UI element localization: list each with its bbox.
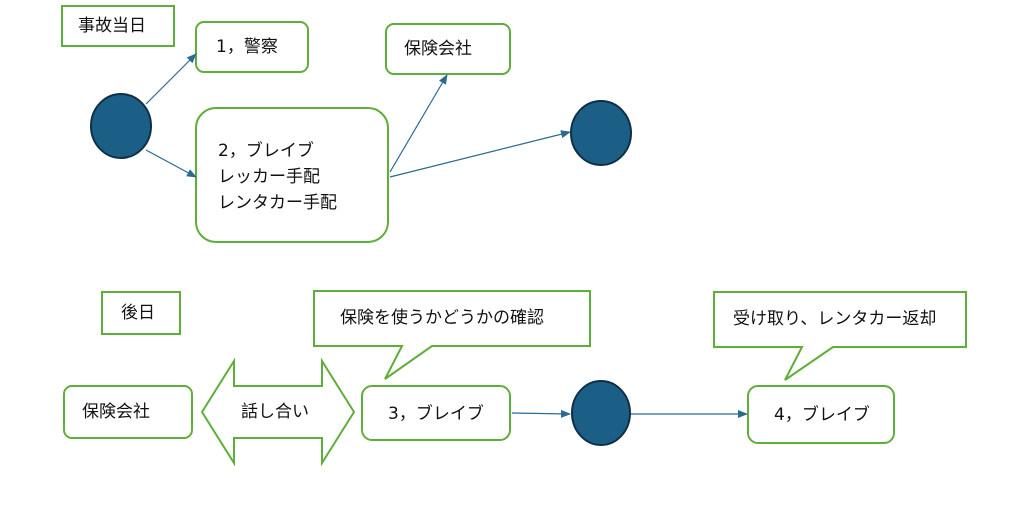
start-node: [90, 93, 152, 159]
header-day-of-accident: 事故当日: [78, 16, 146, 36]
police-box: [195, 21, 309, 73]
insurance-box-top: [385, 23, 511, 75]
arrow-to-police: [145, 53, 197, 105]
header-later-box: [101, 291, 181, 335]
step2-line-1: 2，ブレイブ: [218, 141, 314, 161]
step3-callout: [313, 290, 591, 380]
step2-line-2: レッカー手配: [218, 167, 320, 187]
arrow-step3-to-node: [511, 409, 571, 418]
step4-callout-text: 受け取り、レンタカー返却: [733, 309, 937, 329]
step3-callout-text: 保険を使うかどうかの確認: [340, 308, 544, 328]
police-label: 1，警察: [216, 37, 278, 57]
arrow-to-step2: [145, 149, 197, 178]
insurance-box-later: [63, 385, 193, 439]
discussion-label: 話し合い: [241, 402, 309, 422]
discussion-double-arrow: [200, 357, 356, 467]
step2-line-3: レンタカー手配: [218, 193, 337, 213]
step3-label: 3，ブレイブ: [388, 404, 484, 424]
step3-box: [361, 385, 511, 441]
step4-callout: [713, 291, 967, 381]
insurance-label-later: 保険会社: [82, 402, 150, 422]
end-node-top: [570, 100, 632, 166]
middle-node-later: [571, 380, 631, 446]
arrow-to-insurance: [389, 74, 448, 173]
header-day-of-accident-box: [61, 5, 175, 47]
step4-label: 4，ブレイブ: [774, 405, 870, 425]
arrow-to-end-node: [389, 130, 571, 178]
header-later: 後日: [121, 303, 155, 323]
insurance-label-top: 保険会社: [404, 39, 472, 59]
step4-box: [747, 385, 895, 444]
